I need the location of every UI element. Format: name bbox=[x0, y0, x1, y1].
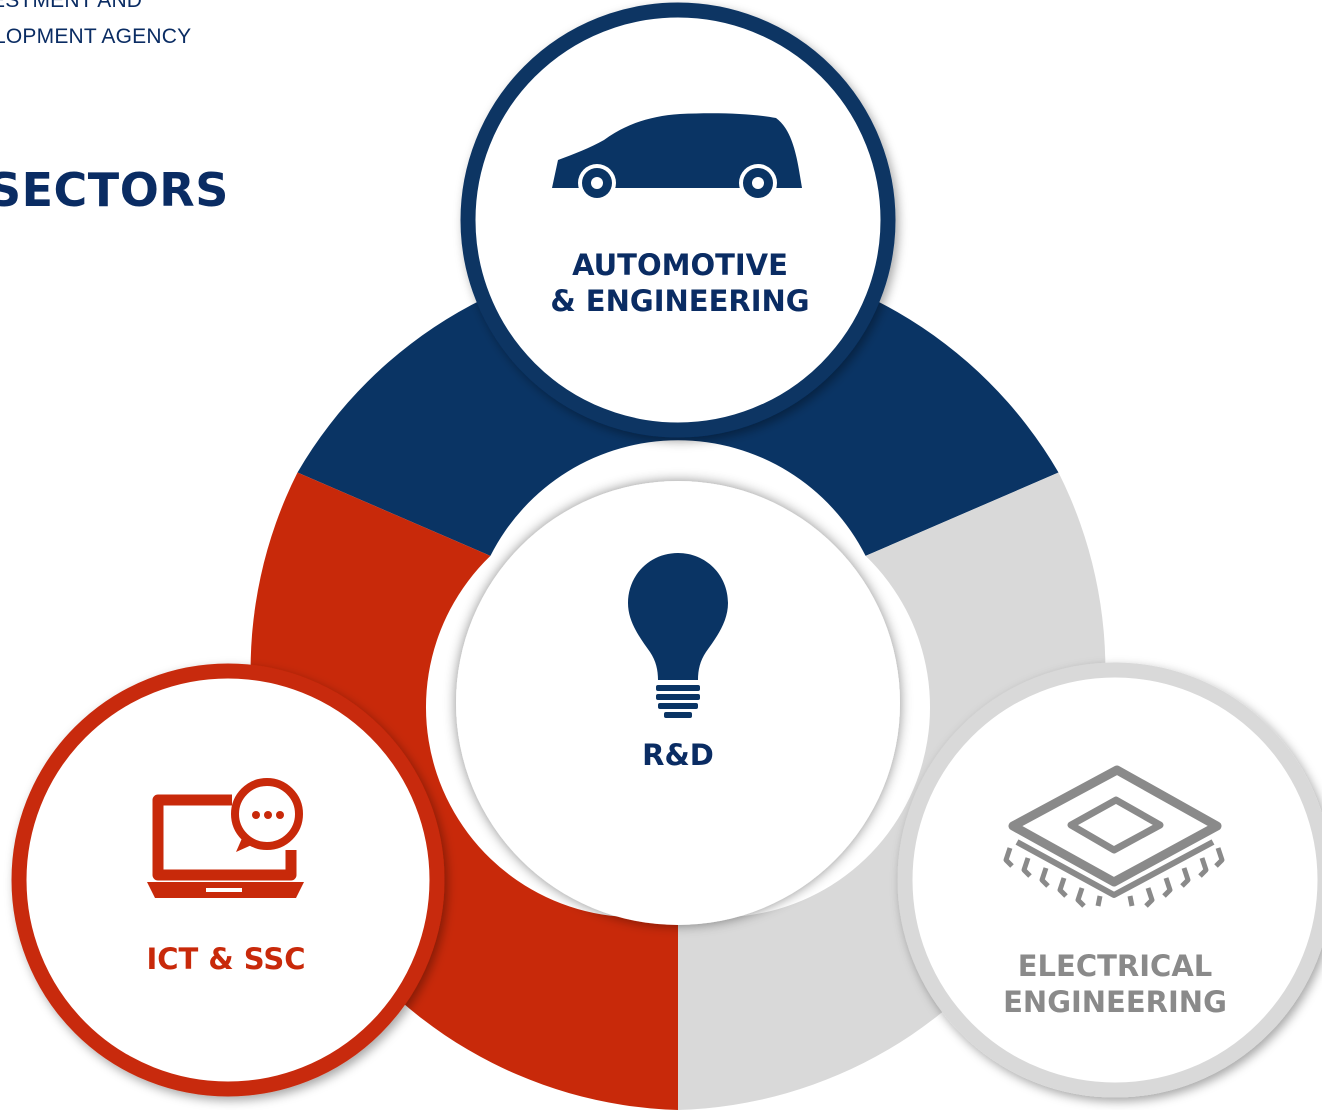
car-icon bbox=[552, 113, 802, 202]
automotive-circle bbox=[460, 2, 896, 438]
automotive-label-line2: & ENGINEERING bbox=[550, 284, 810, 318]
rd-label: R&D bbox=[642, 738, 714, 772]
lightbulb-icon bbox=[628, 553, 728, 718]
electrical-label-line1: ELECTRICAL bbox=[1017, 949, 1213, 983]
page-title: SECTORS bbox=[0, 163, 229, 217]
automotive-label-line1: AUTOMOTIVE bbox=[572, 248, 788, 282]
agency-name-line2: LOPMENT AGENCY bbox=[0, 25, 192, 48]
ict-label: ICT & SSC bbox=[146, 942, 306, 976]
automotive-label: AUTOMOTIVE & ENGINEERING bbox=[480, 247, 880, 319]
electrical-label-line2: ENGINEERING bbox=[1003, 985, 1227, 1019]
laptop-chat-icon bbox=[147, 778, 304, 898]
microchip-icon bbox=[1003, 765, 1225, 908]
electrical-label: ELECTRICAL ENGINEERING bbox=[965, 948, 1265, 1020]
agency-name-line1: ESTMENT AND bbox=[0, 0, 143, 12]
